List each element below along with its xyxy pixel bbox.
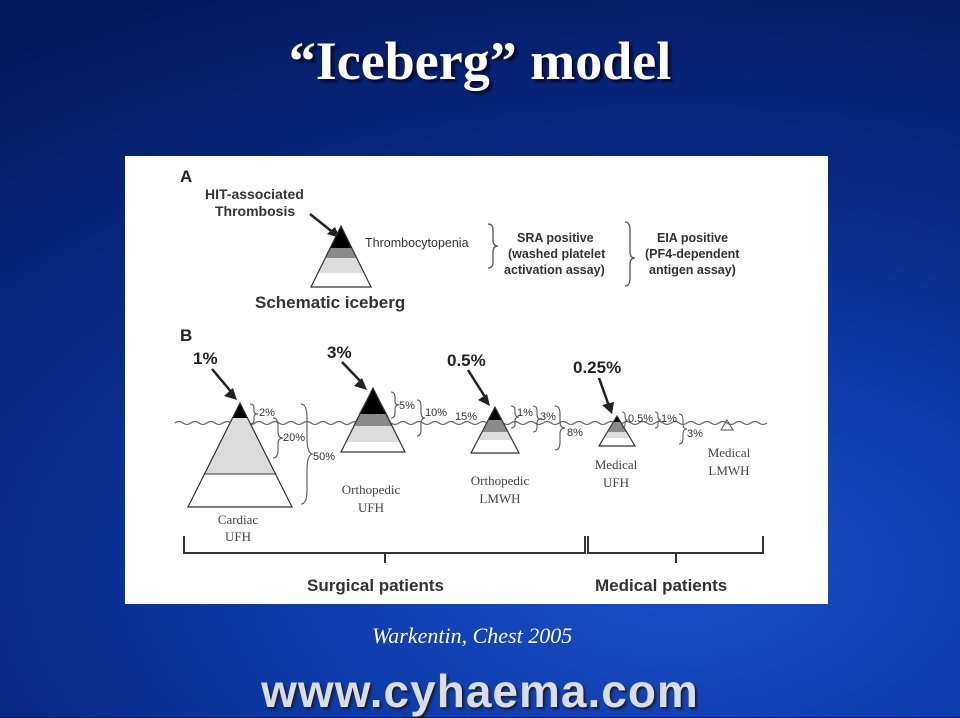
name-ortho-lmwh-line2: LMWH (479, 491, 520, 506)
iceberg-orthopedic-lmwh: 0.5% 15% 1% 3% 8% Orthopedic LMWH (447, 351, 583, 506)
pct-cardiac-50: 50% (313, 451, 335, 463)
pct-medical-ufh-3: 3% (687, 428, 703, 440)
medical-patients-label: Medical patients (595, 576, 727, 595)
pct-cardiac-2: 2% (259, 407, 275, 419)
surgical-bracket (183, 536, 586, 563)
pct-ortho-lmwh-8: 8% (567, 427, 583, 439)
thrombocytopenia-label: Thrombocytopenia (365, 236, 469, 250)
name-medical-ufh-line1: Medical (595, 457, 638, 472)
eia-line3: antigen assay) (649, 263, 736, 277)
schematic-iceberg-label: Schematic iceberg (255, 293, 405, 312)
name-medical-ufh-line2: UFH (603, 475, 629, 490)
citation: Warkentin, Chest 2005 (372, 623, 573, 648)
name-medical-lmwh-line1: Medical (708, 445, 751, 460)
panel-b-label: B (180, 326, 192, 345)
name-cardiac-line1: Cardiac (218, 512, 259, 527)
hit-label-line2: Thrombosis (215, 203, 295, 219)
pct-ortho-ufh-10: 10% (425, 407, 447, 419)
eia-brace (624, 221, 636, 287)
surgical-patients-label: Surgical patients (307, 576, 444, 595)
schematic-iceberg (310, 224, 372, 288)
eia-line1: EIA positive (657, 231, 728, 245)
iceberg-cardiac-ufh: 1% 2% 20% 50% Cardiac UFH (187, 349, 335, 544)
iceberg-figure: A HIT-associated Thrombosis Thrombocytop… (125, 156, 828, 604)
sra-line1: SRA positive (517, 231, 594, 245)
name-ortho-ufh-line2: UFH (358, 500, 384, 515)
medical-bracket (587, 536, 764, 563)
top-pct-ortho-lmwh: 0.5% (447, 351, 486, 370)
pct-ortho-lmwh-3: 3% (540, 411, 556, 423)
iceberg-medical-lmwh: Medical LMWH (708, 419, 751, 478)
sra-line2: (washed platelet (508, 247, 606, 261)
hit-label-line1: HIT-associated (205, 186, 304, 202)
iceberg-medical-ufh: 0.25% 0.5% 1% 3% Medical UFH (573, 358, 703, 490)
name-ortho-ufh-line1: Orthopedic (342, 482, 401, 497)
pct-ortho-lmwh-15: 15% (455, 411, 477, 423)
website-watermark: www.cyhaema.com (261, 665, 699, 717)
slide-title: “Iceberg” model (288, 31, 672, 91)
iceberg-orthopedic-ufh: 3% 5% 10% Orthopedic UFH (327, 343, 447, 515)
pct-ortho-ufh-5: 5% (399, 400, 415, 412)
name-medical-lmwh-line2: LMWH (708, 463, 749, 478)
top-pct-medical-ufh: 0.25% (573, 358, 621, 377)
top-pct-cardiac: 1% (193, 349, 218, 368)
name-ortho-lmwh-line1: Orthopedic (471, 473, 530, 488)
name-cardiac-line2: UFH (225, 529, 251, 544)
sra-brace (487, 223, 499, 269)
panel-a-label: A (180, 167, 192, 186)
iceberg-diagram: A HIT-associated Thrombosis Thrombocytop… (174, 167, 768, 595)
water-line (174, 420, 768, 426)
pct-medical-ufh-1: 1% (661, 413, 677, 425)
pct-medical-ufh-0-5: 0.5% (628, 413, 653, 425)
pct-ortho-lmwh-1: 1% (517, 407, 533, 419)
top-pct-ortho-ufh: 3% (327, 343, 352, 362)
pct-cardiac-20: 20% (283, 432, 305, 444)
sra-line3: activation assay) (504, 263, 605, 277)
eia-line2: (PF4-dependent (645, 247, 740, 261)
